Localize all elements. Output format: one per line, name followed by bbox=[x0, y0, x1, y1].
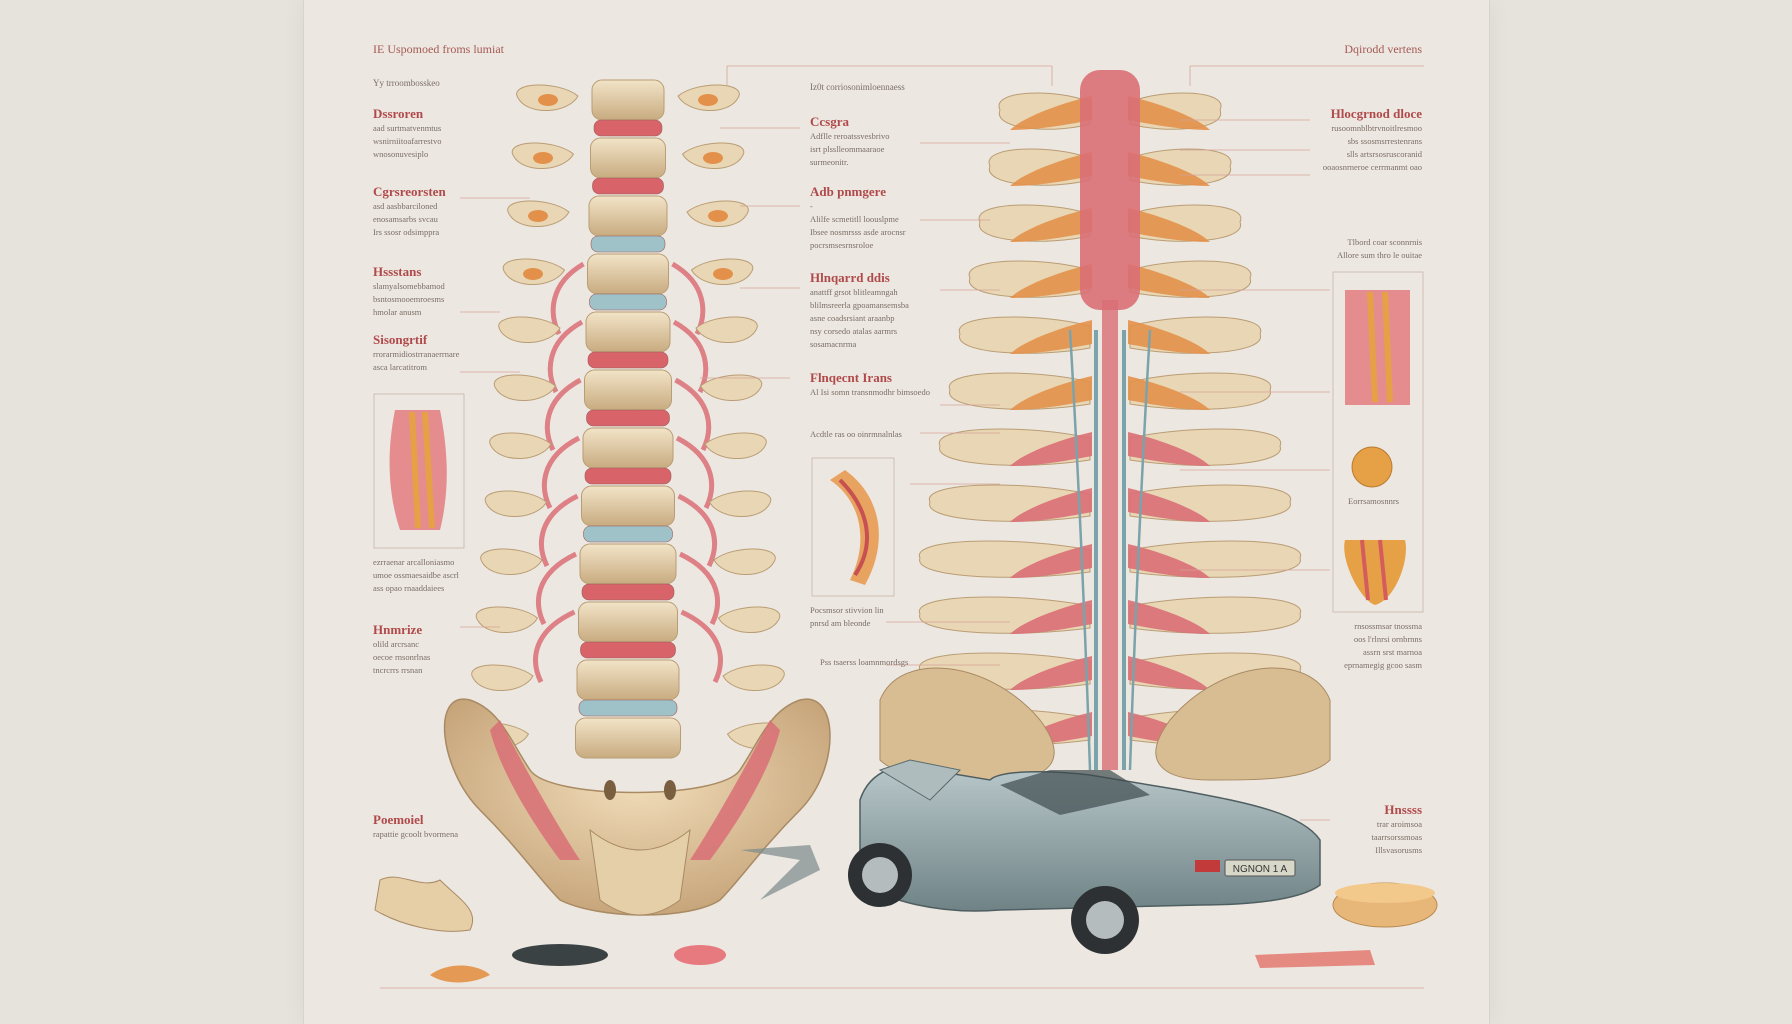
center-label-4: Flnqecnt Irans Al Isi somn transnmodhr b… bbox=[810, 370, 930, 397]
center-label-1: Ccsgra Adflle reroatssvesbrivo isrt plss… bbox=[810, 114, 890, 167]
left-label-6: Hnmrize olild arcrsanc oecoe rnsonrlnas … bbox=[373, 622, 431, 675]
vertebra bbox=[938, 428, 1282, 466]
right-label-5: Hnssss trar aroimsoa taarrsorssmoas Ills… bbox=[1371, 802, 1422, 855]
leader-lines bbox=[380, 65, 1424, 989]
vertebra bbox=[493, 369, 763, 452]
vertebra bbox=[958, 316, 1262, 354]
inset-center bbox=[811, 457, 895, 597]
vertebra bbox=[484, 485, 772, 568]
vertebra bbox=[471, 659, 785, 717]
vertebra bbox=[928, 484, 1292, 522]
left-label-4: Sisongrtif rrorarmidiostrranaerrnare asc… bbox=[373, 332, 460, 372]
vertebra bbox=[948, 372, 1272, 410]
vertebra bbox=[978, 204, 1242, 242]
left-label-3: Hssstans slamyalsomebbamod bsntosmooemro… bbox=[373, 264, 445, 317]
inset-left bbox=[373, 393, 465, 549]
right-pelvis bbox=[879, 667, 1331, 781]
center-label-7: Pss tsaerss loamnmordsgs bbox=[820, 657, 909, 667]
left-label-5: ezrraenar arcalloniasmo umoe ossmaesaidb… bbox=[373, 557, 459, 593]
right-label-3: Eorrsamosnnrs bbox=[1348, 496, 1399, 506]
vertebra bbox=[475, 601, 781, 684]
center-label-2: Adb pnmgere - Alilfe scmetitll loouslpme… bbox=[810, 184, 906, 250]
center-subtitle: Iz0t corriosonimloennaess bbox=[810, 82, 905, 92]
left-label-7: Poemoiel rapattie gcoolt bvormena bbox=[373, 812, 458, 839]
vertebra bbox=[988, 148, 1232, 186]
right-label-4: rnsossmsar tnossma oos l'rlnrsi ornbrnns… bbox=[1344, 621, 1422, 670]
left-label-1: Dssroren aad surtmatvenmtus wsnirniitoaf… bbox=[373, 106, 442, 159]
vertebra bbox=[498, 311, 758, 394]
license-plate: NGNON 1 A bbox=[1233, 864, 1288, 875]
right-label-2: Tlbord coar sconnrnis Allore sum thro le… bbox=[1337, 237, 1422, 260]
vertebra bbox=[968, 260, 1252, 298]
left-title: IE Uspomoed froms lumiat bbox=[373, 42, 504, 56]
right-label-1: Hlocgrnod dloce rusoomnblbtrvnoitlresmoo… bbox=[1322, 106, 1422, 172]
right-title: Dqirodd vertens bbox=[1344, 42, 1422, 56]
inset-right bbox=[1332, 271, 1424, 613]
left-subtitle: Yy trroombosskeo bbox=[373, 78, 440, 88]
vertebra bbox=[918, 596, 1302, 634]
vertebra bbox=[507, 195, 749, 253]
left-pelvis bbox=[443, 698, 831, 916]
center-label-5: Acdtle ras oo oinrmnalnlas bbox=[810, 429, 902, 439]
crashed-car: NGNON 1 A bbox=[740, 759, 1321, 954]
vertebra bbox=[918, 540, 1302, 578]
left-label-2: Cgrsreorsten asd aasbbarciloned enosamsa… bbox=[373, 184, 446, 237]
center-label-3: Hlnqarrd ddis anattff grsot blitleamngah… bbox=[810, 270, 909, 349]
vertebra bbox=[502, 253, 754, 336]
center-label-6: Pocsmsor stivvion lin pnrsd am bleonde bbox=[810, 605, 884, 628]
vertebra bbox=[516, 79, 740, 137]
debris bbox=[374, 876, 1438, 983]
vertebra bbox=[489, 427, 767, 510]
vertebra bbox=[480, 543, 776, 626]
vertebra bbox=[511, 137, 745, 195]
left-spine bbox=[466, 79, 790, 831]
